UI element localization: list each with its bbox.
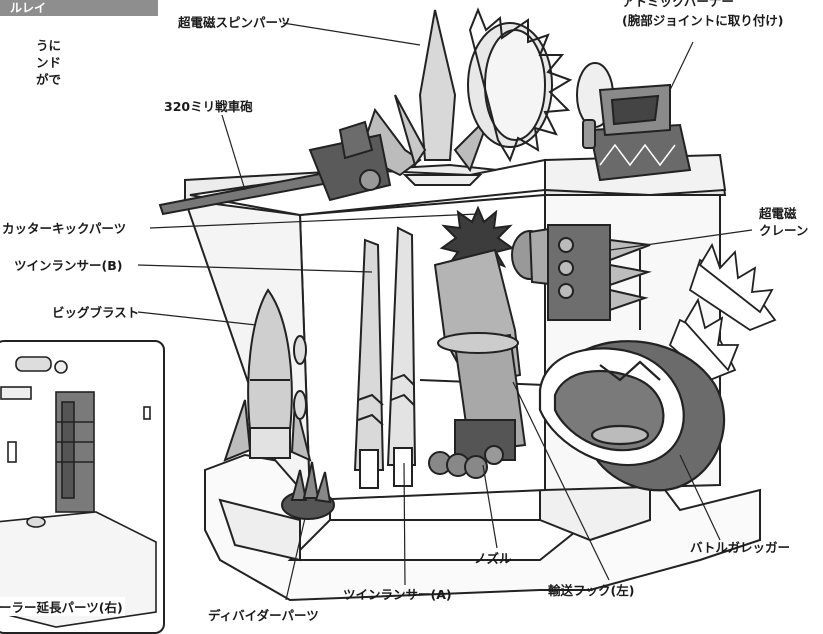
label-battle-legger: バトルガレッガー [690,540,791,555]
note-line-2: ンド [36,55,62,70]
crane-drawing [511,224,652,321]
divider-parts-drawing [281,461,335,520]
label-spin-parts: 超電磁スピンパーツ [178,15,291,30]
label-transport-hook: 輸送フック(左) [548,583,635,598]
inset-illustration-box [0,340,165,634]
section-tag: ルレイ [0,0,158,16]
leader-lines [137,22,753,601]
label-roller-extension: ーラー延長パーツ(右) [0,597,125,616]
label-atomic-burner: アトミックバーナー [622,0,734,9]
label-tank-cannon: 320ミリ戦車砲 [164,99,253,114]
label-crane-line2: クレーン [759,223,809,238]
twin-lancer-drawing [353,226,417,489]
label-big-blast: ビッグブラスト [52,305,140,320]
label-crane-line1: 超電磁 [759,206,797,221]
note-line-3: がで [36,72,62,87]
battle-legger-drawing [538,340,726,492]
label-nozzle: ノズル [474,551,512,566]
label-cutter-kick: カッターキックパーツ [2,221,127,236]
big-blast-drawing [223,288,312,462]
note-line-1: うに [36,38,62,53]
spiky-claw-drawing [668,242,777,382]
label-divider-parts: ディバイダーパーツ [208,608,319,623]
atomic-burner-drawing [582,83,692,182]
label-atomic-burner-note: (腕部ジョイントに取り付け) [622,13,784,28]
tank-cannon-drawing [158,120,392,216]
nozzle-drawing [428,419,516,479]
spiked-shield-drawing [467,7,614,163]
label-twin-lancer-a: ツインランサー(A) [343,587,452,602]
label-twin-lancer-b: ツインランサー(B) [14,258,123,273]
cropped-note-text: うに ンド がで [36,37,61,88]
inset-drawing [0,356,157,628]
